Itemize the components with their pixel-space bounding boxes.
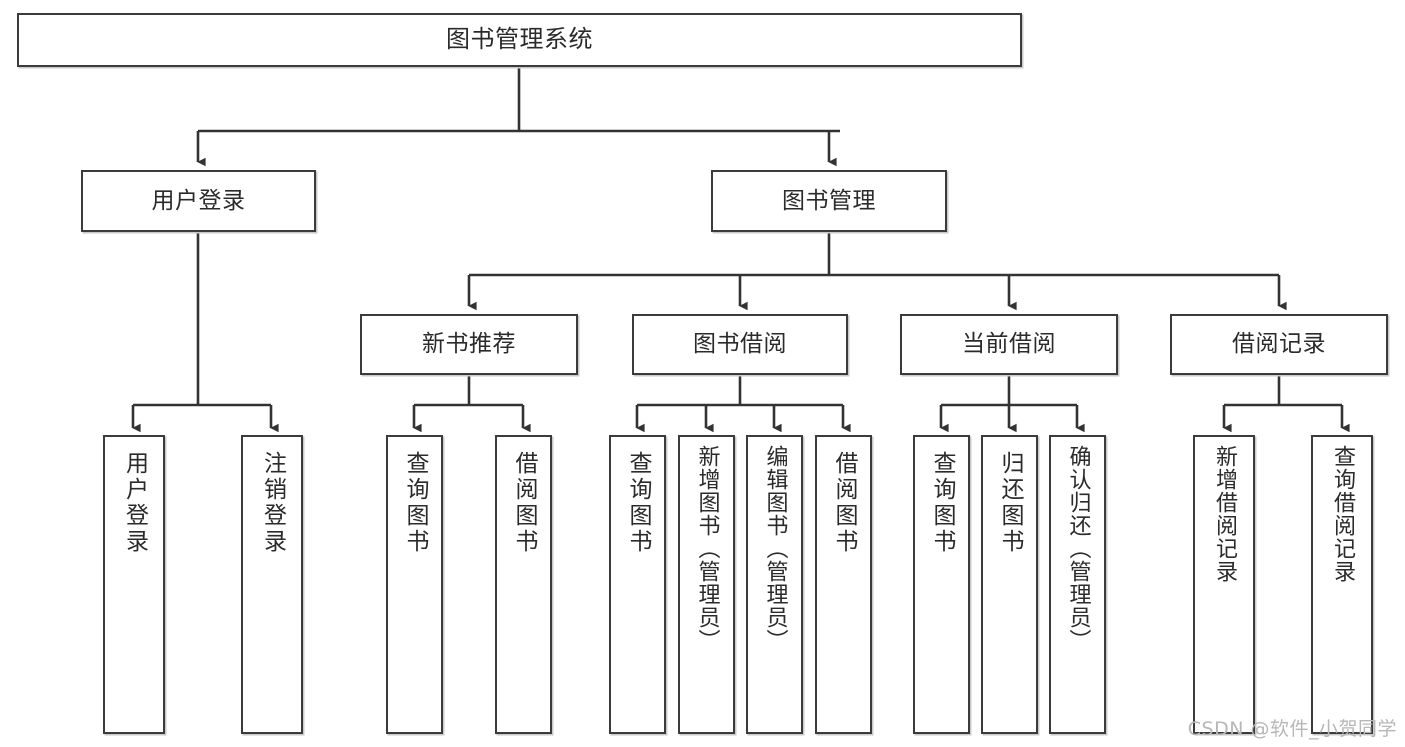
leaf-book-borrow-add[interactable]: 新增图书（管理员） <box>678 435 735 734</box>
node-label: 编辑图书（管理员） <box>762 445 788 652</box>
node-label: 借阅图书 <box>831 451 857 555</box>
node-label: 新增借阅记录 <box>1212 445 1237 583</box>
leaf-book-borrow-query[interactable]: 查询图书 <box>609 435 666 734</box>
node-book-borrow[interactable]: 图书借阅 <box>632 314 848 375</box>
leaf-user-login-logout[interactable]: 注销登录 <box>241 435 303 734</box>
node-label: 当前借阅 <box>962 331 1056 358</box>
node-current-borrow[interactable]: 当前借阅 <box>900 314 1118 375</box>
node-label: 查询借阅记录 <box>1330 445 1355 583</box>
node-label: 图书借阅 <box>693 331 787 358</box>
leaf-new-book-borrow[interactable]: 借阅图书 <box>495 435 552 734</box>
node-label: 确认归还（管理员） <box>1065 445 1091 652</box>
leaf-current-borrow-query[interactable]: 查询图书 <box>913 435 970 734</box>
leaf-new-book-query[interactable]: 查询图书 <box>386 435 443 734</box>
leaf-book-borrow-edit[interactable]: 编辑图书（管理员） <box>746 435 803 734</box>
node-book-management[interactable]: 图书管理 <box>711 170 947 232</box>
node-label: 新增图书（管理员） <box>694 445 720 652</box>
node-borrow-record[interactable]: 借阅记录 <box>1170 314 1388 375</box>
node-label: 借阅记录 <box>1232 331 1326 358</box>
node-label: 用户登录 <box>121 451 148 555</box>
node-user-login[interactable]: 用户登录 <box>81 170 316 232</box>
leaf-borrow-record-add[interactable]: 新增借阅记录 <box>1193 435 1255 734</box>
node-root-system[interactable]: 图书管理系统 <box>17 13 1022 67</box>
leaf-current-borrow-confirm-return[interactable]: 确认归还（管理员） <box>1049 435 1106 734</box>
node-new-book-recommend[interactable]: 新书推荐 <box>360 314 578 375</box>
node-label: 查询图书 <box>402 451 428 555</box>
node-label: 归还图书 <box>997 451 1023 555</box>
node-label: 图书管理系统 <box>446 25 593 54</box>
leaf-current-borrow-return[interactable]: 归还图书 <box>981 435 1038 734</box>
watermark-text: CSDN @软件_小贺同学 <box>1187 718 1397 740</box>
leaf-user-login-login[interactable]: 用户登录 <box>103 435 165 734</box>
leaf-borrow-record-query[interactable]: 查询借阅记录 <box>1311 435 1373 734</box>
node-label: 借阅图书 <box>511 451 537 555</box>
node-label: 图书管理 <box>782 187 876 214</box>
leaf-book-borrow-borrow[interactable]: 借阅图书 <box>815 435 872 734</box>
node-label: 查询图书 <box>625 451 651 555</box>
node-label: 新书推荐 <box>422 331 516 358</box>
node-label: 用户登录 <box>151 187 246 214</box>
node-label: 注销登录 <box>259 451 286 555</box>
node-label: 查询图书 <box>929 451 955 555</box>
